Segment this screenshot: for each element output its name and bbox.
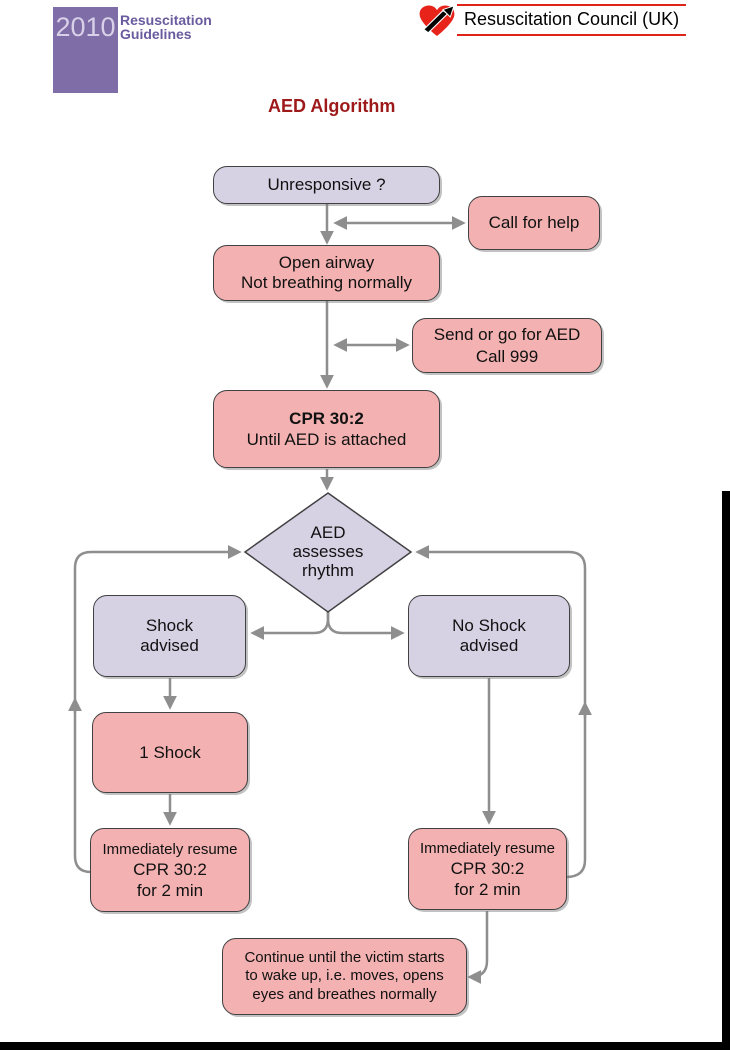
decision-diamond-shape <box>243 492 413 613</box>
resuscitation-council-logo <box>418 5 456 37</box>
page-edge-bar-right <box>722 491 730 1050</box>
one-shock-label: 1 Shock <box>139 742 201 762</box>
page-edge-bar-bottom <box>0 1042 730 1050</box>
shock-line1: Shock <box>145 616 194 635</box>
guidelines-label-line1: Resuscitation <box>120 12 212 28</box>
node-continue-until: Continue until the victim starts to wake… <box>222 938 467 1015</box>
resume-right-line1: Immediately resume <box>419 839 556 857</box>
node-resume-cpr-left: Immediately resume CPR 30:2 for 2 min <box>90 828 250 912</box>
continue-line1: Continue until the victim starts <box>244 948 445 966</box>
loop-right-resume-to-assess <box>415 545 587 879</box>
continue-line2: to wake up, i.e. moves, opens <box>245 967 444 985</box>
cpr-line2: Until AED is attached <box>246 430 407 449</box>
resume-right-line2: CPR 30:2 <box>450 858 525 878</box>
node-one-shock: 1 Shock <box>92 712 248 793</box>
guidelines-label: Resuscitation Guidelines <box>120 13 212 41</box>
node-unresponsive-label: Unresponsive ? <box>267 175 386 194</box>
shock-line2: advised <box>140 636 199 655</box>
cpr-line1: CPR 30:2 <box>289 409 364 428</box>
resume-left-line3: for 2 min <box>136 880 204 900</box>
assess-line1: AED <box>310 523 346 542</box>
no-shock-line1: No Shock <box>452 616 526 635</box>
node-unresponsive: Unresponsive ? <box>213 166 440 204</box>
guidelines-year-box: 2010 <box>53 7 118 93</box>
node-send-aed: Send or go for AED Call 999 <box>412 318 602 373</box>
guidelines-year: 2010 <box>55 12 116 42</box>
assess-line3: rhythm <box>302 561 354 580</box>
resume-right-line3: for 2 min <box>454 879 521 899</box>
resume-left-line1: Immediately resume <box>102 840 238 858</box>
node-cpr-30-2: CPR 30:2 Until AED is attached <box>213 390 440 468</box>
loop-left-resume-to-assess <box>73 545 242 874</box>
node-call-for-help: Call for help <box>468 196 600 250</box>
arrow-assess-to-shock <box>250 612 330 640</box>
node-call-for-help-label: Call for help <box>488 213 580 232</box>
open-airway-line1: Open airway <box>278 253 375 272</box>
node-no-shock-advised: No Shock advised <box>408 595 570 677</box>
arrow-assess-to-noshock <box>326 612 405 640</box>
send-aed-line2: Call 999 <box>475 346 539 366</box>
node-resume-cpr-right: Immediately resume CPR 30:2 for 2 min <box>408 828 567 910</box>
resume-left-line2: CPR 30:2 <box>133 859 207 879</box>
open-airway-line2: Not breathing normally <box>240 273 413 292</box>
no-shock-line2: advised <box>459 636 519 655</box>
node-open-airway: Open airway Not breathing normally <box>213 245 440 301</box>
continue-line3: eyes and breathes normally <box>252 985 437 1003</box>
org-name: Resuscitation Council (UK) <box>457 4 687 36</box>
node-aed-assesses-rhythm: AED assesses rhythm <box>253 523 403 580</box>
node-shock-advised: Shock advised <box>93 595 246 677</box>
guidelines-label-line2: Guidelines <box>120 26 192 42</box>
heart-icon <box>419 5 455 37</box>
arrow-resume-to-continue <box>467 911 489 984</box>
page-title: AED Algorithm <box>268 96 396 116</box>
send-aed-line1: Send or go for AED <box>433 324 581 344</box>
assess-line2: assesses <box>292 542 364 561</box>
